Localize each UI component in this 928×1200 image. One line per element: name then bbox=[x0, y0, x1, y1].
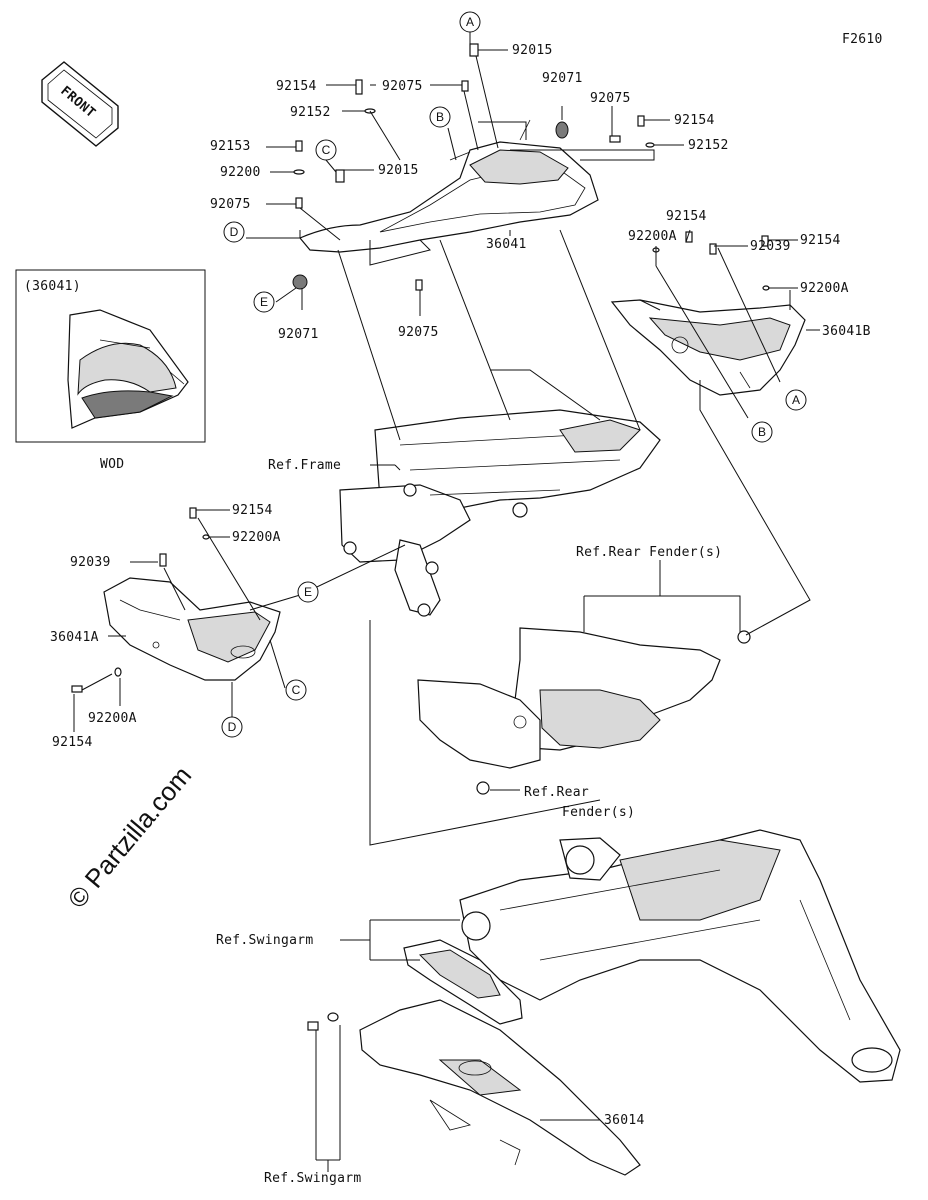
marker-e-left: E bbox=[260, 295, 268, 309]
part-label: 92200A bbox=[800, 281, 849, 296]
circle-markers: A B C D E A B E C D bbox=[221, 11, 807, 738]
marker-b-right: B bbox=[758, 425, 766, 439]
inset-box: (36041) WOD bbox=[15, 269, 206, 472]
ref-swingarm-bottom-label: Ref.Swingarm bbox=[264, 1171, 362, 1186]
ref-labels: Ref.Frame Ref.Rear Fender(s) Ref.Rear Fe… bbox=[216, 458, 722, 1186]
marker-d-mid: D bbox=[228, 720, 237, 734]
marker-c-top: C bbox=[322, 143, 331, 157]
rear-fender bbox=[417, 627, 751, 795]
part-label: 92075 bbox=[382, 79, 423, 94]
part-label: 92075 bbox=[398, 325, 439, 340]
part-label: 92075 bbox=[590, 91, 631, 106]
part-label: 36041 bbox=[486, 237, 527, 252]
part-label: 92071 bbox=[542, 71, 583, 86]
side-cover-36041A bbox=[103, 577, 281, 681]
part-label: 36041A bbox=[50, 630, 99, 645]
part-label: 92152 bbox=[688, 138, 729, 153]
part-label: 92039 bbox=[70, 555, 111, 570]
part-label: 92154 bbox=[232, 503, 273, 518]
ref-rear-fender-top-label: Ref.Rear Fender(s) bbox=[576, 545, 722, 560]
leader-lines bbox=[73, 22, 820, 1172]
watermark: © Partzilla.com bbox=[62, 760, 198, 913]
marker-b-top: B bbox=[436, 110, 444, 124]
marker-c-mid: C bbox=[292, 683, 301, 697]
part-label: 92015 bbox=[378, 163, 419, 178]
part-label: 36041B bbox=[822, 324, 871, 339]
part-label: 92071 bbox=[278, 327, 319, 342]
swingarm bbox=[459, 829, 901, 1083]
part-label: 92075 bbox=[210, 197, 251, 212]
part-label: 92154 bbox=[52, 735, 93, 750]
chain-guard-36014 bbox=[359, 999, 641, 1176]
chain-guide bbox=[403, 939, 523, 1025]
part-label: 92152 bbox=[290, 105, 331, 120]
ref-frame-label: Ref.Frame bbox=[268, 458, 341, 473]
part-labels: 92015 92154 92075 92071 92152 92075 9215… bbox=[50, 43, 871, 1128]
front-arrow-icon: FRONT bbox=[41, 61, 119, 147]
marker-d-left: D bbox=[230, 225, 239, 239]
inset-title: (36041) bbox=[24, 279, 81, 294]
part-label: 92154 bbox=[276, 79, 317, 94]
ref-swingarm-mid-label: Ref.Swingarm bbox=[216, 933, 314, 948]
diagram-code: F2610 bbox=[842, 32, 883, 47]
marker-a-right: A bbox=[792, 393, 800, 407]
rear-frame bbox=[339, 409, 661, 617]
side-cover-36041B bbox=[610, 299, 806, 396]
part-label: 92200 bbox=[220, 165, 261, 180]
part-label: 92153 bbox=[210, 139, 251, 154]
part-label: 92015 bbox=[512, 43, 553, 58]
marker-a-top: A bbox=[466, 15, 474, 29]
seat-cowl-36041 bbox=[299, 119, 599, 253]
ref-rear-fender-bottom-label: Ref.Rear bbox=[524, 785, 589, 800]
marker-e-mid: E bbox=[304, 585, 312, 599]
part-label: 92200A bbox=[232, 530, 281, 545]
part-label: 92154 bbox=[666, 209, 707, 224]
part-label: 92200A bbox=[628, 229, 677, 244]
inset-caption: WOD bbox=[100, 457, 124, 472]
hardware-icons bbox=[71, 43, 770, 1031]
part-label: 92200A bbox=[88, 711, 137, 726]
part-label: 92039 bbox=[750, 239, 791, 254]
part-label: 92154 bbox=[674, 113, 715, 128]
part-label: 92154 bbox=[800, 233, 841, 248]
part-label: 36014 bbox=[604, 1113, 645, 1128]
ref-rear-fender-bottom-label-2: Fender(s) bbox=[562, 805, 635, 820]
